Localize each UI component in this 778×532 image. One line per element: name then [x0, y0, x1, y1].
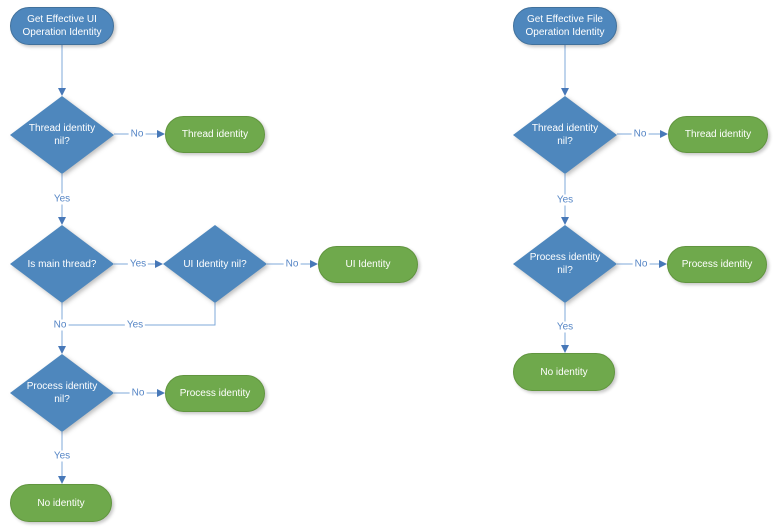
edge-label-no: No: [283, 258, 301, 270]
start-node-ui-label: Get Effective UI Operation Identity: [22, 14, 102, 38]
start-node-file-operation[interactable]: Get Effective File Operation Identity: [513, 7, 617, 45]
result-ui-thread-identity-label: Thread identity: [181, 129, 249, 140]
result-ui-identity[interactable]: UI Identity: [318, 246, 418, 283]
arrowhead-down-icon: [561, 88, 569, 96]
decision-ui-thread-identity-nil-label: Thread identity nil?: [28, 123, 96, 147]
result-ui-process-identity[interactable]: Process identity: [165, 375, 265, 412]
edge-label-yes: Yes: [554, 194, 576, 206]
arrowhead-down-icon: [561, 217, 569, 225]
decision-ui-identity-nil[interactable]: UI Identity nil?: [163, 225, 267, 303]
edge-label-yes: Yes: [127, 258, 149, 270]
decision-file-process-identity-nil-label: Process identity nil?: [529, 252, 601, 276]
result-file-process-identity-label: Process identity: [681, 259, 753, 270]
arrowhead-down-icon: [58, 88, 66, 96]
result-ui-no-identity[interactable]: No identity: [10, 484, 112, 522]
arrowhead-right-icon: [155, 260, 163, 268]
edge-label-yes: Yes: [51, 193, 73, 205]
arrowhead-right-icon: [310, 260, 318, 268]
edge-label-no: No: [631, 128, 649, 140]
result-ui-thread-identity[interactable]: Thread identity: [165, 116, 265, 153]
start-node-file-label: Get Effective File Operation Identity: [525, 14, 605, 38]
result-file-thread-identity-label: Thread identity: [684, 129, 752, 140]
result-file-no-identity-label: No identity: [540, 366, 588, 378]
edge-label-yes: Yes: [554, 321, 576, 333]
result-file-no-identity[interactable]: No identity: [513, 353, 615, 391]
result-ui-no-identity-label: No identity: [37, 497, 85, 509]
result-ui-identity-label: UI Identity: [345, 259, 391, 270]
arrowhead-down-icon: [58, 476, 66, 484]
decision-file-thread-identity-nil[interactable]: Thread identity nil?: [513, 96, 617, 174]
arrowhead-down-icon: [561, 345, 569, 353]
decision-file-thread-identity-nil-label: Thread identity nil?: [531, 123, 599, 147]
result-file-process-identity[interactable]: Process identity: [667, 246, 767, 283]
edge-label-no: No: [128, 128, 146, 140]
decision-ui-process-identity-nil-label: Process identity nil?: [26, 381, 98, 405]
edge-ui-uinil-yes: [62, 303, 216, 326]
arrowhead-right-icon: [659, 260, 667, 268]
decision-ui-is-main-thread[interactable]: Is main thread?: [10, 225, 114, 303]
edge-label-yes: Yes: [51, 450, 73, 462]
edge-label-no: No: [51, 319, 69, 331]
edge-label-no: No: [632, 258, 650, 270]
arrowhead-right-icon: [157, 389, 165, 397]
arrowhead-right-icon: [660, 130, 668, 138]
edge-label-yes: Yes: [124, 319, 146, 331]
decision-ui-is-main-thread-label: Is main thread?: [27, 258, 97, 270]
arrowhead-down-icon: [58, 217, 66, 225]
result-ui-process-identity-label: Process identity: [179, 388, 251, 399]
arrowhead-right-icon: [157, 130, 165, 138]
decision-ui-thread-identity-nil[interactable]: Thread identity nil?: [10, 96, 114, 174]
decision-ui-identity-nil-label: UI Identity nil?: [183, 258, 247, 270]
start-node-ui-operation[interactable]: Get Effective UI Operation Identity: [10, 7, 114, 45]
arrowhead-down-icon: [58, 346, 66, 354]
decision-file-process-identity-nil[interactable]: Process identity nil?: [513, 225, 617, 303]
decision-ui-process-identity-nil[interactable]: Process identity nil?: [10, 354, 114, 432]
result-file-thread-identity[interactable]: Thread identity: [668, 116, 768, 153]
edge-label-no: No: [129, 387, 147, 399]
